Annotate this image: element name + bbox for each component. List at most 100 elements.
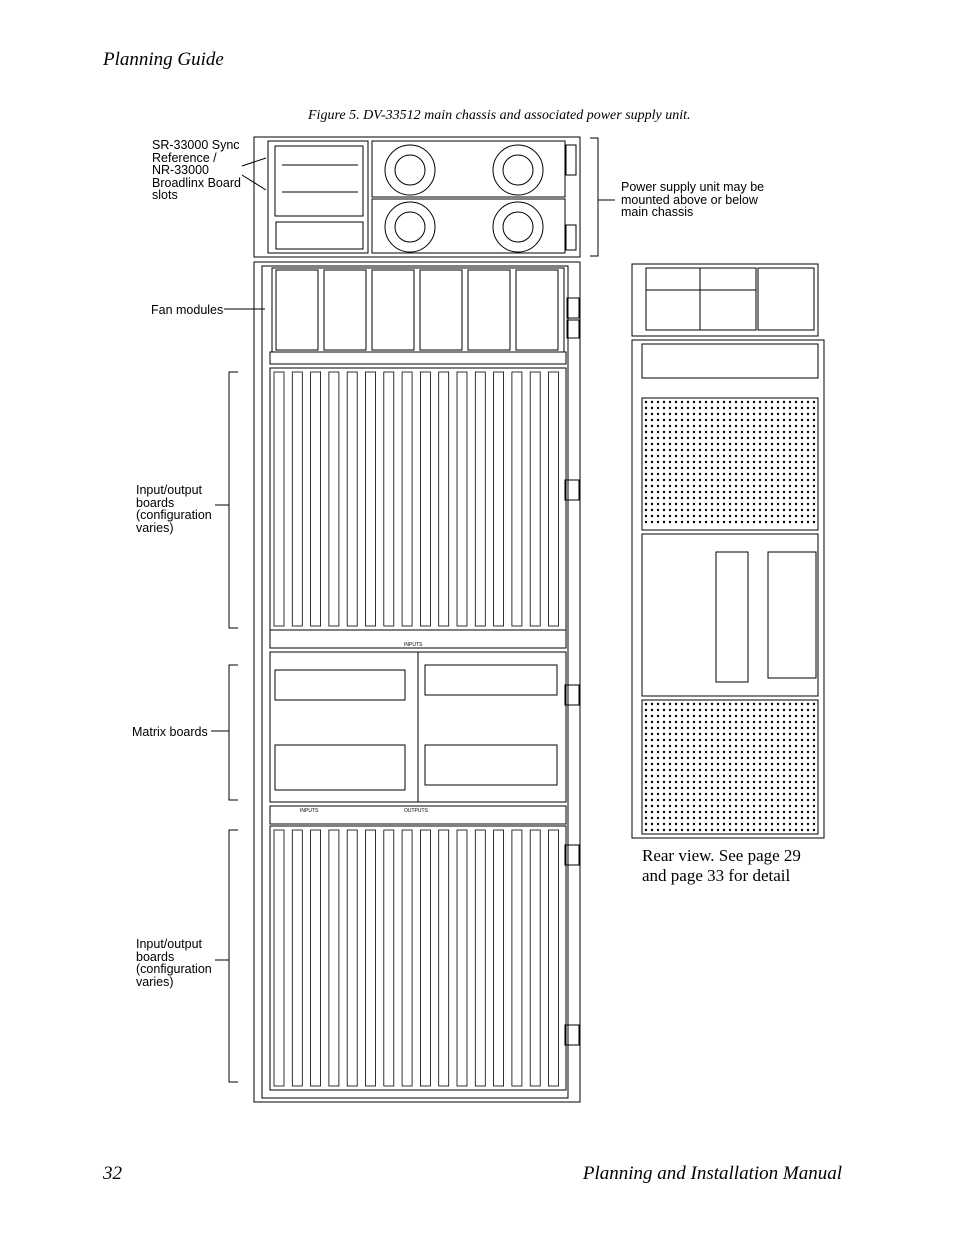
lower-panel-outputs-label: OUTPUTS xyxy=(404,808,429,814)
rear-connector xyxy=(656,786,660,790)
rear-connector xyxy=(704,490,708,494)
rear-connector xyxy=(668,454,672,458)
rear-connector xyxy=(686,768,690,772)
rear-connector xyxy=(686,726,690,730)
rear-connector xyxy=(680,496,684,500)
rear-connector xyxy=(662,750,666,754)
rear-connector xyxy=(800,502,804,506)
rear-connector xyxy=(680,412,684,416)
rear-connector xyxy=(680,406,684,410)
rear-connector xyxy=(692,774,696,778)
rear-connector xyxy=(722,744,726,748)
rear-connector xyxy=(740,732,744,736)
rear-connector xyxy=(770,732,774,736)
rear-connector xyxy=(806,436,810,440)
rear-connector xyxy=(764,496,768,500)
rear-connector xyxy=(752,520,756,524)
rear-connector xyxy=(728,448,732,452)
rear-connector xyxy=(650,732,654,736)
rear-connector xyxy=(716,478,720,482)
rear-connector xyxy=(686,472,690,476)
rear-connector xyxy=(698,442,702,446)
rear-connector xyxy=(650,430,654,434)
rear-connector xyxy=(698,828,702,832)
rear-connector xyxy=(662,496,666,500)
rear-connector xyxy=(788,460,792,464)
rear-connector xyxy=(698,502,702,506)
rear-connector xyxy=(746,508,750,512)
rear-connector xyxy=(686,460,690,464)
rear-connector xyxy=(692,822,696,826)
rear-connector xyxy=(692,514,696,518)
rear-connector xyxy=(656,460,660,464)
rear-connector xyxy=(764,750,768,754)
rear-connector xyxy=(716,430,720,434)
rear-connector xyxy=(746,798,750,802)
rear-connector xyxy=(728,406,732,410)
rear-connector xyxy=(656,828,660,832)
rear-connector xyxy=(752,774,756,778)
rear-connector xyxy=(698,756,702,760)
rear-connector xyxy=(788,472,792,476)
rear-connector xyxy=(734,762,738,766)
rear-connector xyxy=(716,810,720,814)
rear-connector xyxy=(650,780,654,784)
rear-connector xyxy=(740,418,744,422)
rear-connector xyxy=(794,726,798,730)
rear-connector xyxy=(680,768,684,772)
rear-connector xyxy=(794,436,798,440)
rear-connector xyxy=(764,714,768,718)
rear-connector xyxy=(716,714,720,718)
rear-connector xyxy=(686,406,690,410)
rear-connector xyxy=(806,430,810,434)
rear-connector xyxy=(716,732,720,736)
rear-connector xyxy=(716,804,720,808)
rear-connector xyxy=(812,466,816,470)
rear-connector xyxy=(668,424,672,428)
rear-connector xyxy=(740,442,744,446)
rear-connector xyxy=(794,750,798,754)
rear-connector xyxy=(782,786,786,790)
rear-connector xyxy=(788,720,792,724)
rear-connector xyxy=(722,484,726,488)
rear-connector xyxy=(662,702,666,706)
rear-connector xyxy=(758,780,762,784)
rear-view-note-line1: Rear view. See page 29 xyxy=(642,846,801,865)
rear-connector xyxy=(710,454,714,458)
rear-connector xyxy=(680,738,684,742)
rear-connector xyxy=(692,430,696,434)
rear-connector xyxy=(764,804,768,808)
rear-connector xyxy=(656,750,660,754)
rear-connector xyxy=(752,804,756,808)
rear-connector xyxy=(650,720,654,724)
rear-connector xyxy=(806,786,810,790)
rear-connector xyxy=(698,792,702,796)
rear-connector xyxy=(728,750,732,754)
rear-connector xyxy=(722,466,726,470)
rear-connector xyxy=(692,502,696,506)
rear-connector xyxy=(644,810,648,814)
rear-connector xyxy=(746,478,750,482)
rear-connector xyxy=(752,768,756,772)
rear-connector xyxy=(794,520,798,524)
rear-connector xyxy=(710,430,714,434)
rear-connector xyxy=(800,448,804,452)
rear-connector xyxy=(770,780,774,784)
rear-connector xyxy=(812,484,816,488)
rear-connector xyxy=(794,738,798,742)
io-board-slot xyxy=(456,371,468,627)
rear-connector xyxy=(812,424,816,428)
rear-connector xyxy=(704,750,708,754)
rear-connector xyxy=(812,744,816,748)
rear-connector xyxy=(710,726,714,730)
rear-connector xyxy=(650,484,654,488)
rear-connector xyxy=(746,750,750,754)
rear-connector xyxy=(788,442,792,446)
rear-connector xyxy=(728,412,732,416)
callout-io-boards-top: Input/output boards (configuration varie… xyxy=(136,483,212,535)
rear-connector xyxy=(686,442,690,446)
rear-connector xyxy=(680,762,684,766)
rear-connector xyxy=(800,786,804,790)
rear-connector xyxy=(728,466,732,470)
rear-connector xyxy=(728,720,732,724)
